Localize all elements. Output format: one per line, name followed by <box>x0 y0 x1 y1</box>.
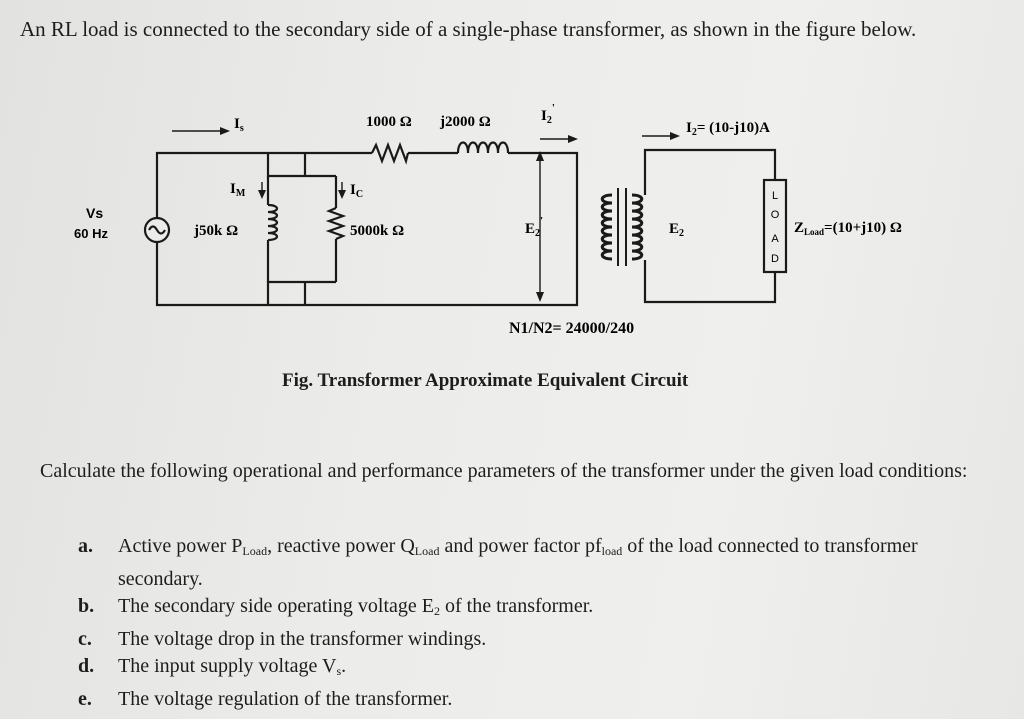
task-list: a. Active power PLoad, reactive power QL… <box>78 533 998 713</box>
figure-caption: Fig. Transformer Approximate Equivalent … <box>282 370 689 391</box>
series-inductor-icon <box>456 141 510 154</box>
magnetizing-inductor-icon <box>267 203 279 242</box>
list-item: d. The input supply voltage Vs. <box>78 653 998 686</box>
core-resistance-label: 5000k Ω <box>350 223 404 239</box>
question-text: Calculate the following operational and … <box>40 460 968 482</box>
is-label: Is <box>234 116 244 134</box>
primary-right-wire <box>155 151 579 307</box>
source-label: Vs <box>86 205 103 221</box>
secondary-loop-wire <box>643 148 777 304</box>
im-label: IM <box>230 181 246 199</box>
load-letter-o: O <box>771 209 780 221</box>
load-letter-d: D <box>771 253 779 265</box>
item-letter: e. <box>78 687 92 710</box>
e2-label: E2 <box>669 221 684 239</box>
intro-text: An RL load is connected to the secondary… <box>20 17 917 41</box>
list-item: a. Active power PLoad, reactive power QL… <box>78 535 918 590</box>
secondary-winding-icon <box>631 193 644 261</box>
load-letter-a: A <box>771 233 779 245</box>
magnetizing-reactance-label: j50k Ω <box>193 223 238 239</box>
load-box <box>762 178 788 274</box>
e2-prime-label: E2' <box>525 215 543 239</box>
list-item: c. The voltage drop in the transformer w… <box>78 626 998 654</box>
load-letter-l: L <box>772 190 778 202</box>
series-resistor-icon <box>371 141 410 165</box>
load-current-label: I2= (10-j10)A <box>686 120 770 138</box>
shunt-bottom-bus <box>266 280 336 305</box>
list-item: b. The secondary side operating voltage … <box>78 593 998 626</box>
i2-prime-label: I2' <box>541 102 555 126</box>
item-letter: a. <box>78 535 93 557</box>
item-letter: c. <box>78 627 92 650</box>
equivalent-circuit-diagram: Vs 60 Hz Is 1000 Ω j2000 Ω I2' IM IC j50… <box>74 102 902 337</box>
series-reactance-label: j2000 Ω <box>439 114 491 130</box>
load-impedance-label: ZLoad=(10+j10) Ω <box>794 220 902 237</box>
list-item: e. The voltage regulation of the transfo… <box>78 686 998 714</box>
primary-top-wire <box>155 151 372 220</box>
ic-label: IC <box>350 182 363 200</box>
shunt-top-bus <box>266 153 336 178</box>
item-letter: b. <box>78 595 95 617</box>
primary-winding-icon <box>600 193 613 261</box>
turns-ratio-label: N1/N2= 24000/240 <box>509 320 634 337</box>
source-frequency: 60 Hz <box>74 226 108 241</box>
core-resistor-icon <box>325 206 347 241</box>
item-letter: d. <box>78 655 95 677</box>
series-resistance-label: 1000 Ω <box>366 114 412 130</box>
